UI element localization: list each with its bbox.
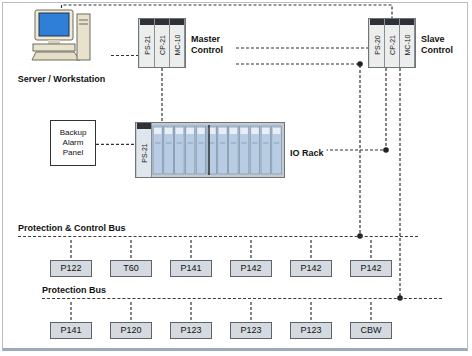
node-label: Server / Workstation <box>12 74 111 84</box>
node-label: MC-10 <box>174 35 181 56</box>
bus-connector <box>70 240 71 260</box>
dev-node: P123 <box>290 322 332 339</box>
dev-node: P122 <box>50 260 92 277</box>
panel-node: Backup Alarm Panel <box>50 120 96 166</box>
node-label: CBW <box>361 325 382 336</box>
node-label: Slave Control <box>421 34 463 56</box>
node-label: Protection Bus <box>42 285 106 295</box>
node-label: CP-21 <box>159 35 166 55</box>
node-label: MC-10 <box>404 35 411 56</box>
rack-node: PS-20 CP-21 MC-10 Slave Control <box>368 18 466 68</box>
node-label: P141 <box>180 263 201 274</box>
module-header <box>400 19 414 25</box>
bus-connector <box>370 240 371 260</box>
node-label: T60 <box>123 263 139 274</box>
node-label: P123 <box>180 325 201 336</box>
rack-module: MC-10 <box>170 19 185 67</box>
bus-node: Protection Bus <box>42 298 442 302</box>
bus-connector <box>310 302 311 322</box>
dev-node: T60 <box>110 260 152 277</box>
node-label: P142 <box>360 263 381 274</box>
rack-module: PS-21 <box>140 19 155 67</box>
node-label: Backup Alarm Panel <box>54 128 92 158</box>
dev-node: P123 <box>230 322 272 339</box>
node-label: P142 <box>300 263 321 274</box>
module-header <box>385 19 399 25</box>
node-label: Master Control <box>191 34 233 56</box>
bus-connector <box>310 240 311 260</box>
rack-module: PS-21 <box>137 123 152 177</box>
node-label: P123 <box>300 325 321 336</box>
node-label: Protection & Control Bus <box>18 223 126 233</box>
control-rack: PS-21 CP-21 MC-10 <box>138 18 186 68</box>
node-label: P122 <box>60 263 81 274</box>
node-label: P142 <box>240 263 261 274</box>
server-node: Server / Workstation <box>12 8 111 84</box>
workstation-icon <box>31 8 93 64</box>
rack-node: PS-21 CP-21 MC-10 Master Control <box>138 18 236 68</box>
node-label: P141 <box>60 325 81 336</box>
rack-module: CP-21 <box>155 19 170 67</box>
bus-connector <box>130 302 131 322</box>
node-label: PS-21 <box>141 143 148 162</box>
module-header <box>370 19 384 25</box>
bus-connector <box>236 47 368 48</box>
dev-node: P120 <box>110 322 152 339</box>
io-node: PS-21 IO Rack <box>135 122 327 178</box>
bus-connector <box>399 68 400 298</box>
node-label: IO Rack <box>290 148 324 158</box>
bus-node: Protection & Control Bus <box>18 236 418 240</box>
node-label: PS-21 <box>144 36 151 55</box>
control-rack: PS-20 CP-21 MC-10 <box>368 18 416 68</box>
bus-connector <box>111 55 138 56</box>
rack-module: CP-21 <box>385 19 400 67</box>
bus-connector <box>96 144 135 145</box>
bus-connector <box>327 68 386 150</box>
dev-node: P142 <box>350 260 392 277</box>
bus-connector <box>70 302 71 322</box>
rack-module: PS-20 <box>370 19 385 67</box>
junction-dot <box>383 147 389 153</box>
bus-connector <box>62 5 393 18</box>
bus-connector <box>370 302 371 322</box>
bus-connector <box>250 302 251 322</box>
bus-connector <box>190 240 191 260</box>
dev-node: CBW <box>350 322 392 339</box>
node-label: P123 <box>240 325 261 336</box>
node-label: PS-20 <box>374 36 381 55</box>
bus-connector <box>190 302 191 322</box>
bus-connector <box>130 240 131 260</box>
node-label: CP-21 <box>389 35 396 55</box>
module-header <box>170 19 184 25</box>
module-header <box>140 19 154 25</box>
io-rack-chassis: PS-21 <box>135 122 285 178</box>
bus-connector <box>250 240 251 260</box>
rack-module: MC-10 <box>400 19 415 67</box>
dev-node: P142 <box>290 260 332 277</box>
node-label: P120 <box>120 325 141 336</box>
junction-dot <box>357 61 363 67</box>
module-header <box>137 123 151 129</box>
dev-node: P123 <box>170 322 212 339</box>
module-header <box>155 19 169 25</box>
bus-connector <box>161 68 162 122</box>
dev-node: P141 <box>50 322 92 339</box>
io-module-slots <box>136 123 284 177</box>
dev-node: P142 <box>230 260 272 277</box>
dev-node: P141 <box>170 260 212 277</box>
